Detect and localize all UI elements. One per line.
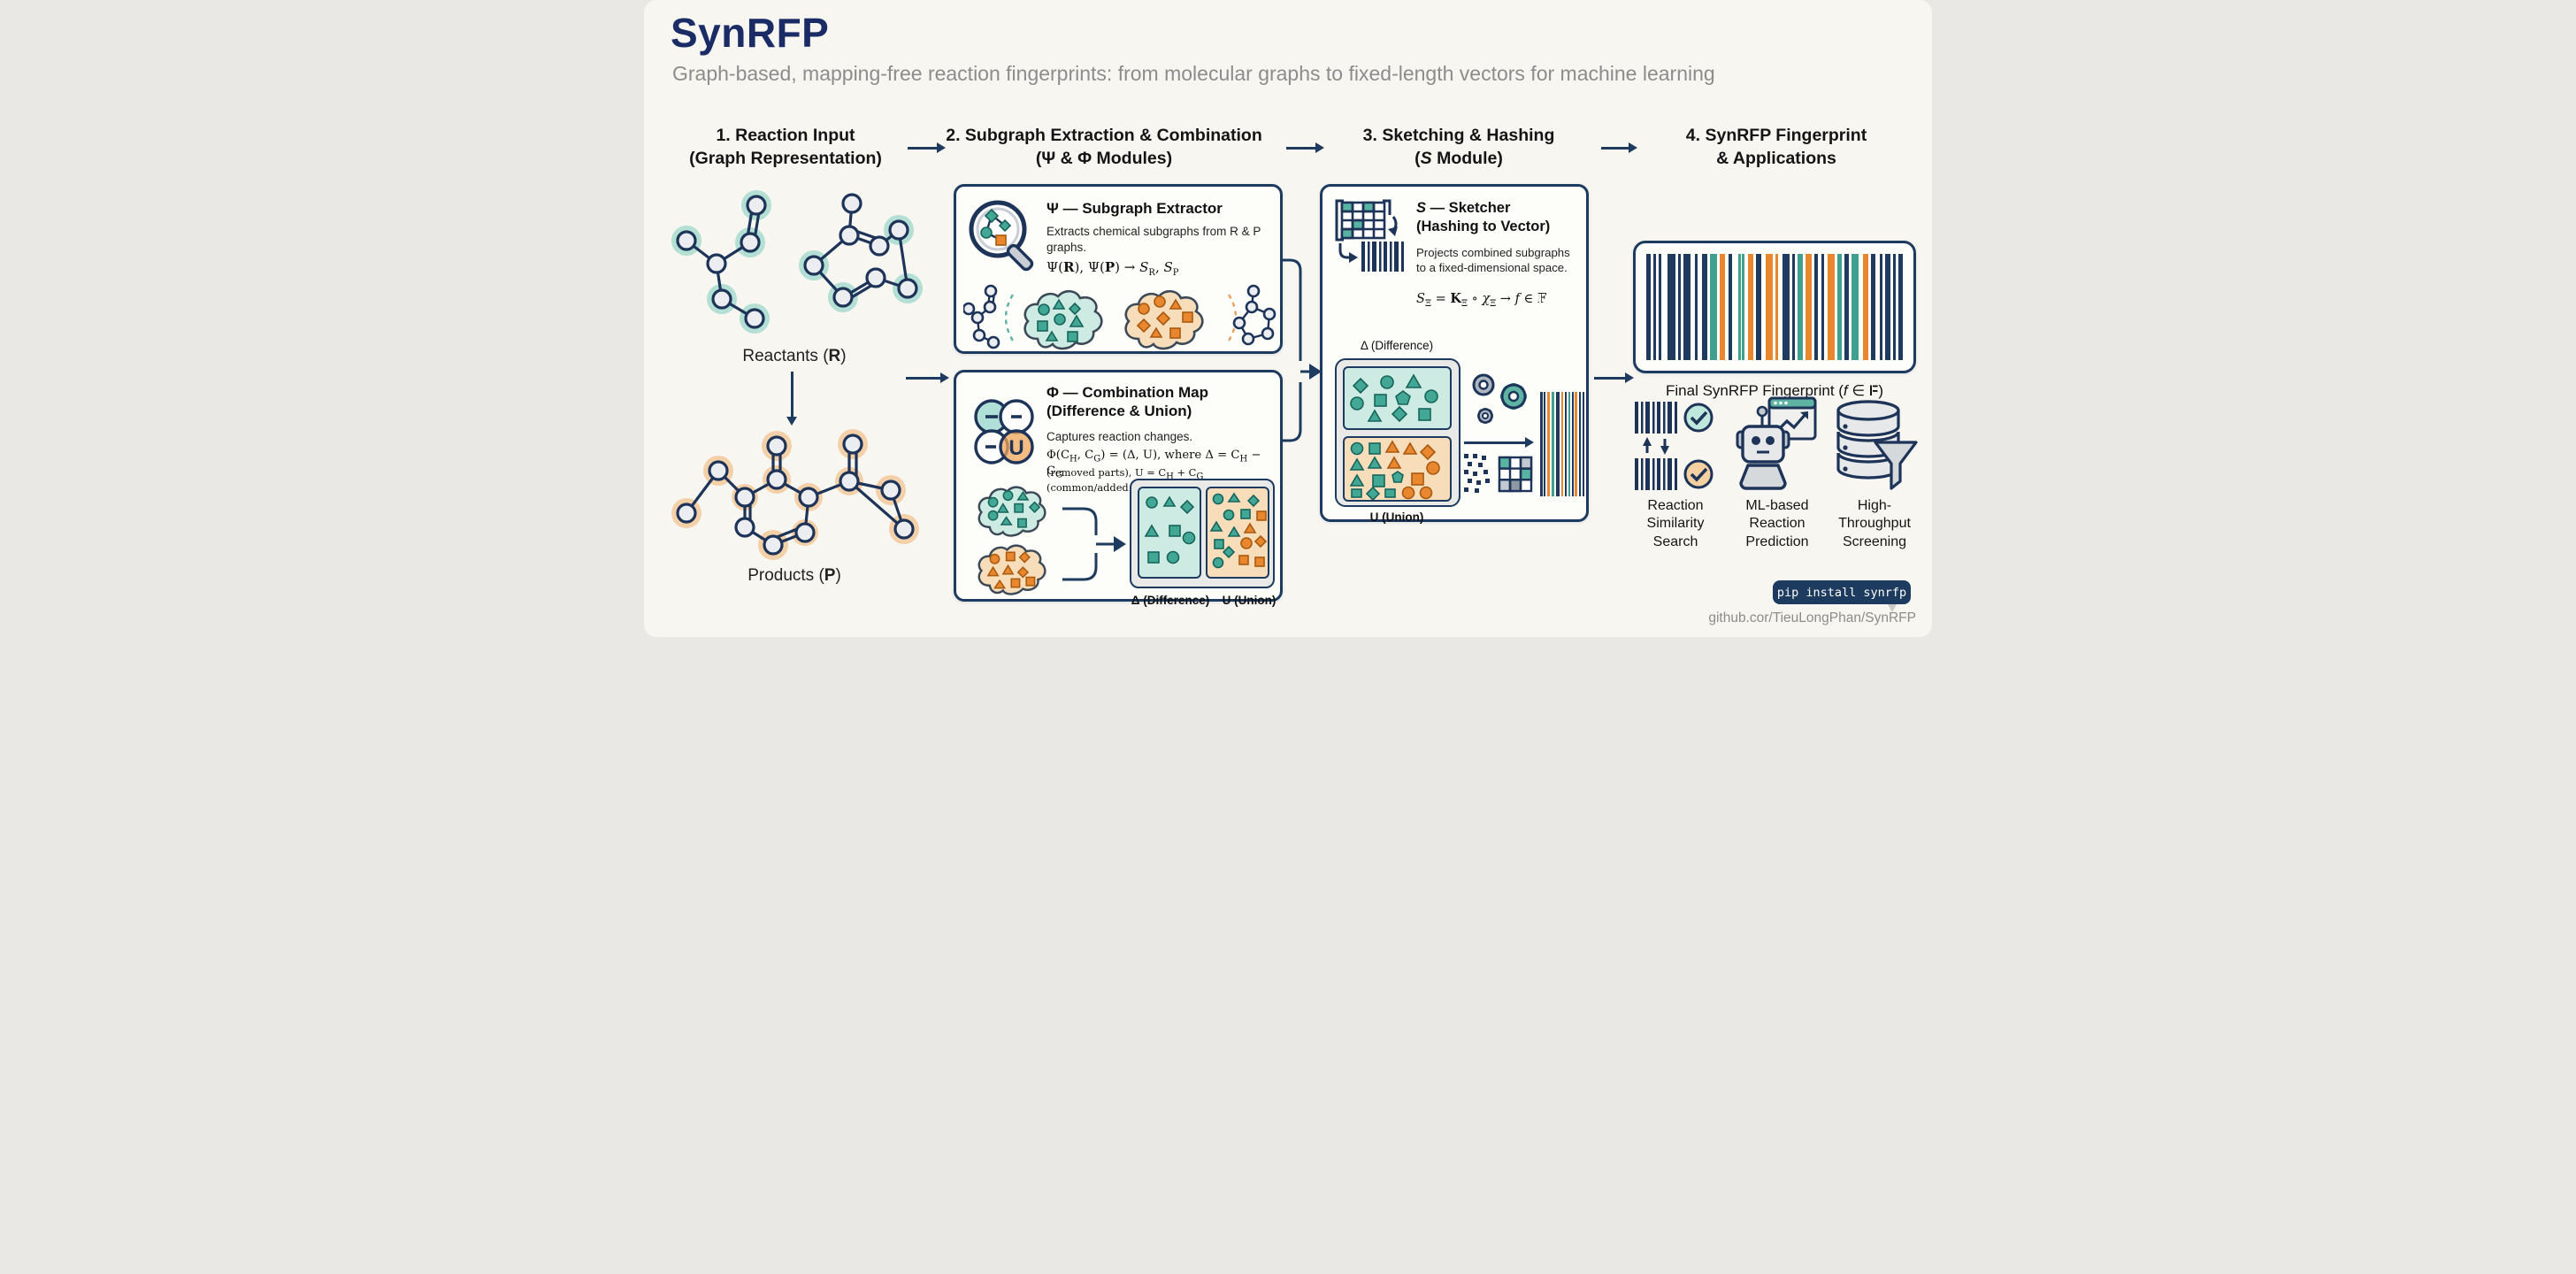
reaction-similarity-icon [1635,402,1714,490]
venn-difference-union-icon: U [974,399,1034,464]
sketcher-union-subpanel [1343,436,1452,502]
pip-install-badge: pip install synrfp [1773,580,1911,604]
phi-combination-map-box: U Φ — Combination Map (Difference & Unio… [954,370,1283,607]
sketch-barcode [1540,392,1584,496]
flow-arrow-icon [906,372,949,383]
reactants-molecule-graph [671,190,923,334]
phi-box-description: Captures reaction changes. [1046,430,1193,443]
psi-box-title: Ψ — Subgraph Extractor [1046,200,1223,217]
step-header-2: 2. Subgraph Extraction & Combination (Ψ … [927,124,1281,171]
sketcher-title-line1: S — Sketcher [1416,200,1511,216]
step-header-1: 1. Reaction Input (Graph Representation) [660,124,911,171]
step-1-line1: 1. Reaction Input [716,126,855,145]
sketcher-difference-shapes [1350,373,1438,423]
sketcher-description: Projects combined subgraphs to a fixed-d… [1416,246,1570,275]
phi-box-title-line1: Φ — Combination Map [1046,384,1208,401]
phi-union-label: U (Union) [1222,594,1276,607]
products-molecule-graph [671,429,919,560]
union-shapes [1209,492,1268,569]
products-label: Products (P) [748,566,841,585]
step-header-4: 4. SynRFP Fingerprint & Applications [1633,124,1920,171]
database-funnel-icon [1836,400,1918,490]
sketcher-box: S — Sketcher (Hashing to Vector) Project… [1320,184,1589,524]
orange-subgraph-cloud [978,544,1046,595]
modules-to-sketcher-arrow [1281,258,1322,442]
psi-extraction-illustration [963,284,1276,350]
psi-box-description: Extracts chemical subgraphs from R & P g… [1046,225,1261,254]
flow-arrow-icon [1594,372,1634,383]
fingerprint-barcode-box [1633,241,1916,373]
flow-arrow-icon [1286,142,1324,153]
sketcher-difference-subpanel [1343,366,1452,430]
merge-arrow-icon [1062,507,1126,581]
difference-subpanel [1138,487,1201,579]
step-3-line1: 3. Sketching & Hashing [1362,126,1555,145]
sketcher-title-line2: (Hashing to Vector) [1416,218,1551,234]
difference-shapes [1144,495,1196,564]
robot-ml-icon [1736,396,1817,490]
gears-icon [1472,373,1527,424]
hash-grid-icon [1464,454,1533,493]
step-header-3: 3. Sketching & Hashing (S Module) [1318,124,1599,171]
step-4-line2: & Applications [1716,149,1836,169]
synrfp-infographic: SynRFP Graph-based, mapping-free reactio… [644,0,1932,637]
sketcher-input-panel [1335,358,1460,507]
reactants-label: Reactants (R) [742,347,847,365]
svg-text:U: U [1008,436,1024,460]
matrix-to-barcode-icon [1335,199,1404,272]
sketcher-union-label: U (Union) [1369,510,1424,524]
sketcher-difference-label: Δ (Difference) [1360,339,1434,352]
step-2-line1: 2. Subgraph Extraction & Combination [946,126,1262,145]
repo-url: github.cor/TieuLongPhan/SynRFP [1708,610,1916,625]
page-title: SynRFP [671,10,830,56]
sketcher-formula: SΞ = KΞ ∘ χΞ → f ∈ F [1416,291,1547,309]
step-3-line2: (S Module) [1414,149,1503,169]
step-4-line1: 4. SynRFP Fingerprint [1685,126,1867,145]
union-subpanel [1206,487,1269,579]
hash-arrow-icon [1464,437,1534,448]
flow-arrow-icon [908,142,946,153]
phi-formula-line1: Φ(CH, CG) = (Δ, U), where Δ = CH − CG [1046,449,1261,480]
difference-union-panel [1130,479,1275,588]
step-1-line2: (Graph Representation) [689,149,882,169]
fingerprint-barcode [1646,254,1903,360]
page-subtitle: Graph-based, mapping-free reaction finge… [672,62,1715,85]
psi-formula: Ψ(R), Ψ(P) → SR, SP [1046,259,1179,278]
sketcher-union-shapes [1349,440,1440,500]
flow-arrow-icon [1601,142,1637,153]
psi-subgraph-extractor-box: Ψ — Subgraph Extractor Extracts chemical… [954,184,1283,354]
teal-subgraph-cloud [978,486,1046,537]
fingerprint-caption: Final SynRFP Fingerprint (f ∈ F) [1666,382,1883,399]
step-2-line2: (Ψ & Φ Modules) [1035,149,1173,169]
down-arrow-icon [786,372,797,426]
magnifier-graph-icon [969,200,1034,272]
phi-difference-label: Δ (Difference) [1131,594,1210,607]
phi-box-title-line2: (Difference & Union) [1046,403,1192,420]
